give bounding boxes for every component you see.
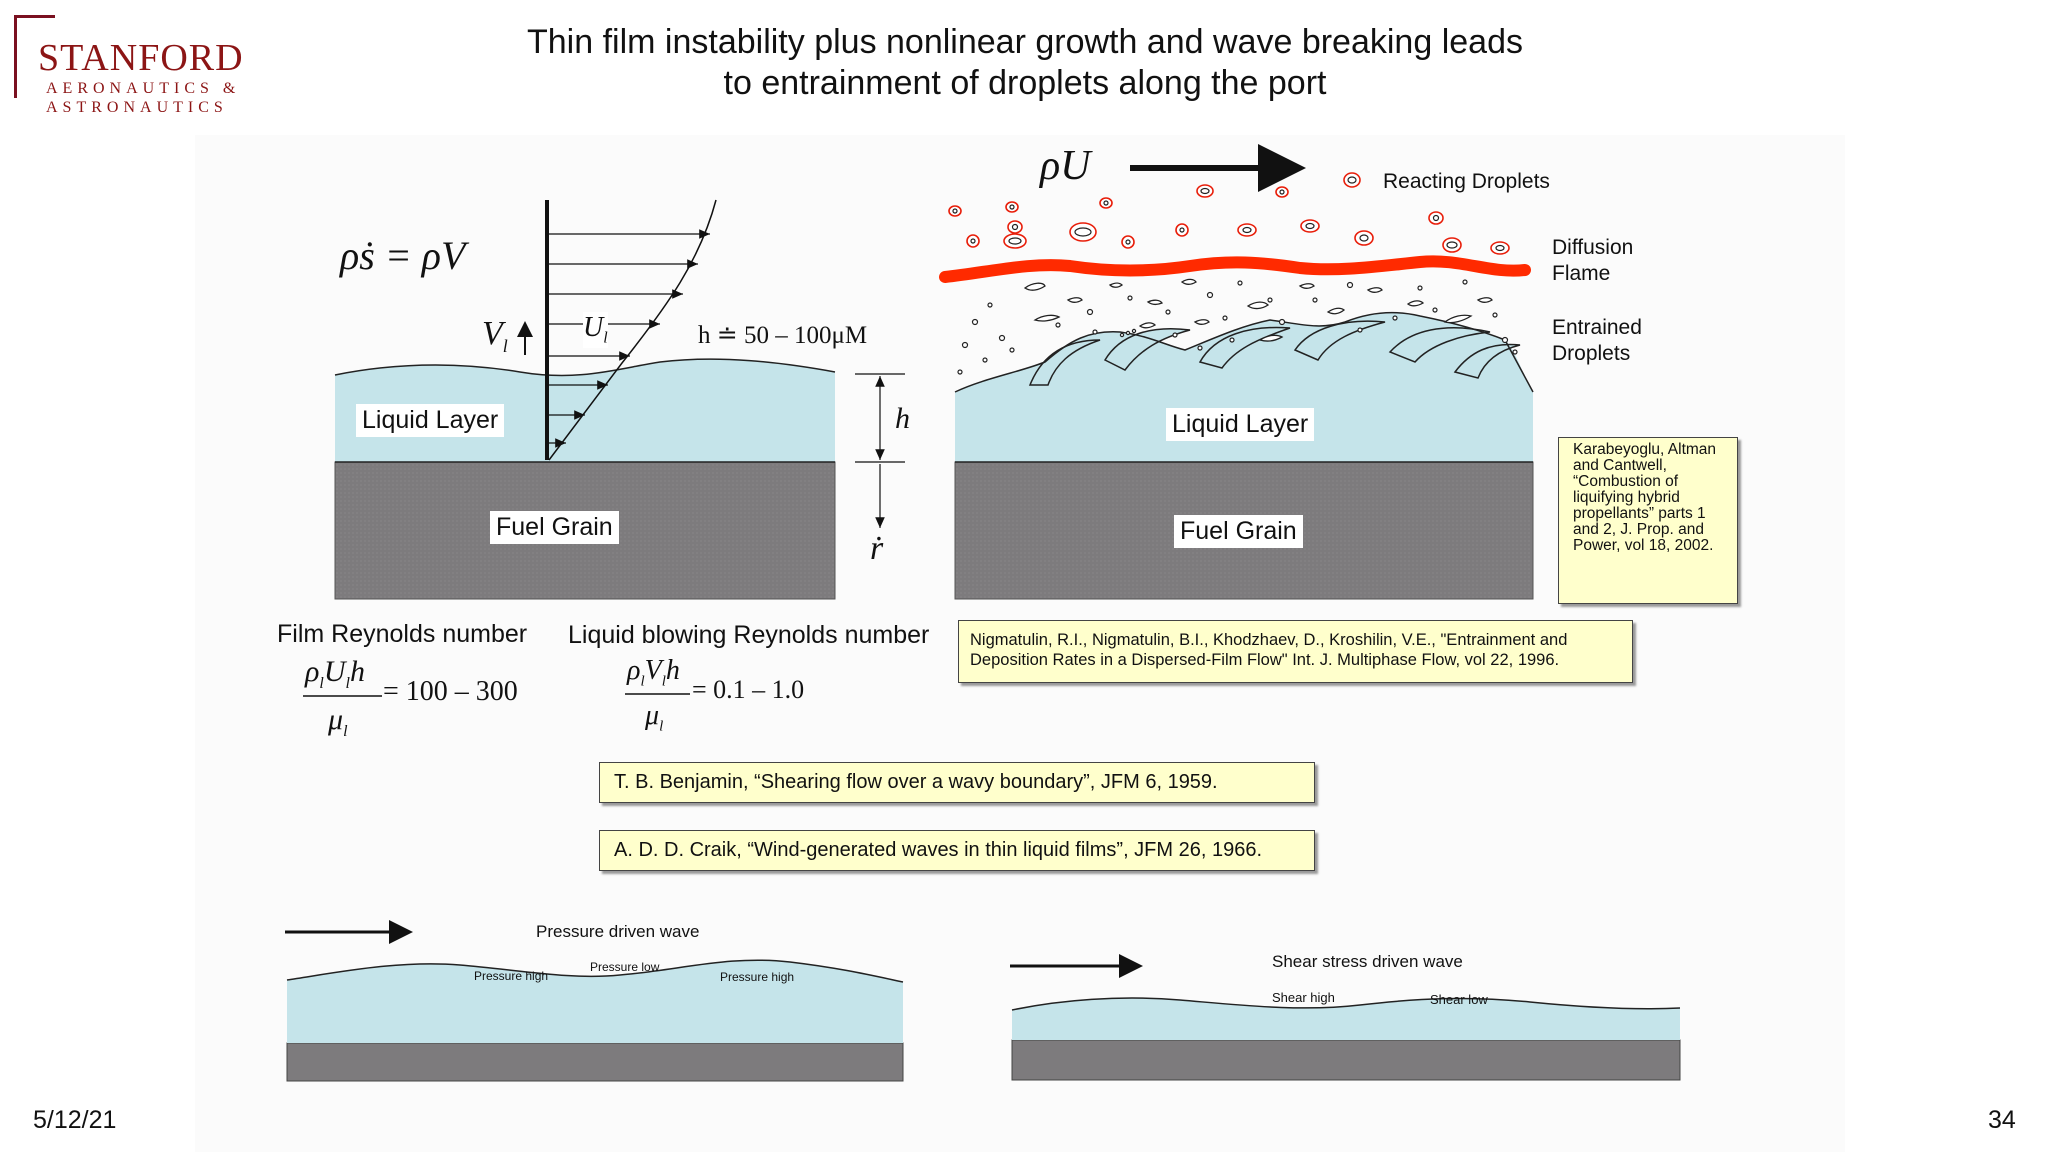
- pressure-wave-diagram: [285, 920, 904, 1082]
- entrained-small-droplets: [957, 279, 1518, 375]
- mass-balance-equation: ρṡ = ρV: [340, 233, 466, 278]
- logo-bracket-icon: [14, 15, 55, 98]
- left-liquid-layer-label: Liquid Layer: [356, 404, 505, 437]
- diffusion-flame: [939, 255, 1531, 283]
- rdot-label: ṙ: [870, 530, 884, 567]
- pressure-liquid: [287, 960, 903, 1043]
- title-line-1: Thin film instability plus nonlinear gro…: [527, 23, 1523, 61]
- logo-subline-1: AERONAUTICS &: [46, 80, 241, 97]
- right-liquid-layer: [955, 312, 1533, 462]
- pressure-high-label-1: Pressure high: [474, 969, 549, 983]
- left-liquid-surface: [334, 358, 836, 377]
- reference-karabeyoglu: Karabeyoglu, Altman and Cantwell, “Combu…: [1558, 437, 1738, 604]
- film-thickness-equation: h ≐ 50 – 100μM: [698, 322, 868, 349]
- film-reynolds-value: = 100 – 300: [383, 676, 518, 707]
- film-reynolds-numerator: ρlUlh: [305, 655, 365, 692]
- reference-craik: A. D. D. Craik, “Wind-generated waves in…: [599, 830, 1315, 871]
- logo-subline-2: ASTRONAUTICS: [46, 99, 228, 116]
- pressure-surface: [286, 959, 904, 983]
- edge-flow-label: ρU: [1040, 143, 1091, 189]
- right-liquid-layer-label: Liquid Layer: [1166, 408, 1315, 441]
- shear-wave-title: Shear stress driven wave: [1272, 952, 1463, 971]
- pressure-grain: [286, 1042, 904, 1082]
- blowing-reynolds-denominator: μl: [645, 700, 664, 735]
- title-line-2: to entrainment of droplets along the por…: [723, 64, 1327, 102]
- h-label: h: [895, 402, 910, 435]
- entrained-droplets-label: Entrained Droplets: [1552, 316, 1642, 365]
- right-diagram: [939, 144, 1534, 600]
- shear-high-label: Shear high: [1272, 990, 1335, 1005]
- diffusion-flame-label: Diffusion Flame: [1552, 236, 1634, 285]
- pressure-wave-title: Pressure driven wave: [536, 922, 700, 941]
- shear-low-label: Shear low: [1430, 992, 1488, 1007]
- right-liquid-surface: [954, 311, 1534, 393]
- shear-wave-diagram: [1010, 954, 1681, 1081]
- blowing-reynolds-label: Liquid blowing Reynolds number: [568, 621, 930, 649]
- vl-label: Vl: [482, 315, 508, 356]
- pressure-low-label: Pressure low: [590, 960, 660, 974]
- entrained-droplets: [1023, 278, 1493, 342]
- shear-grain: [1011, 1039, 1681, 1081]
- breaking-wave-tongues: [1028, 320, 1521, 386]
- right-fuel-grain-label: Fuel Grain: [1174, 515, 1303, 548]
- slide-number: 34: [1988, 1106, 2016, 1134]
- film-reynolds-denominator: μl: [328, 703, 348, 740]
- velocity-profile-curve: [548, 199, 717, 461]
- left-fuel-grain-label: Fuel Grain: [490, 511, 619, 544]
- shear-surface: [1011, 997, 1681, 1011]
- film-reynolds-label: Film Reynolds number: [277, 620, 528, 648]
- blowing-reynolds-value: = 0.1 – 1.0: [692, 675, 805, 704]
- reference-nigmatulin: Nigmatulin, R.I., Nigmatulin, B.I., Khod…: [958, 620, 1633, 683]
- shear-liquid: [1012, 998, 1680, 1040]
- blowing-reynolds-numerator: ρlVlh: [627, 655, 680, 690]
- slide-date: 5/12/21: [33, 1106, 117, 1134]
- reacting-droplets-label: Reacting Droplets: [1383, 170, 1550, 193]
- ul-label: Ul: [583, 312, 608, 348]
- pressure-high-label-2: Pressure high: [720, 970, 795, 984]
- slide-title: Thin film instability plus nonlinear gro…: [420, 22, 1630, 104]
- reference-benjamin: T. B. Benjamin, “Shearing flow over a wa…: [599, 762, 1315, 803]
- logo-wordmark: STANFORD: [38, 37, 244, 79]
- reacting-droplets: [948, 172, 1510, 255]
